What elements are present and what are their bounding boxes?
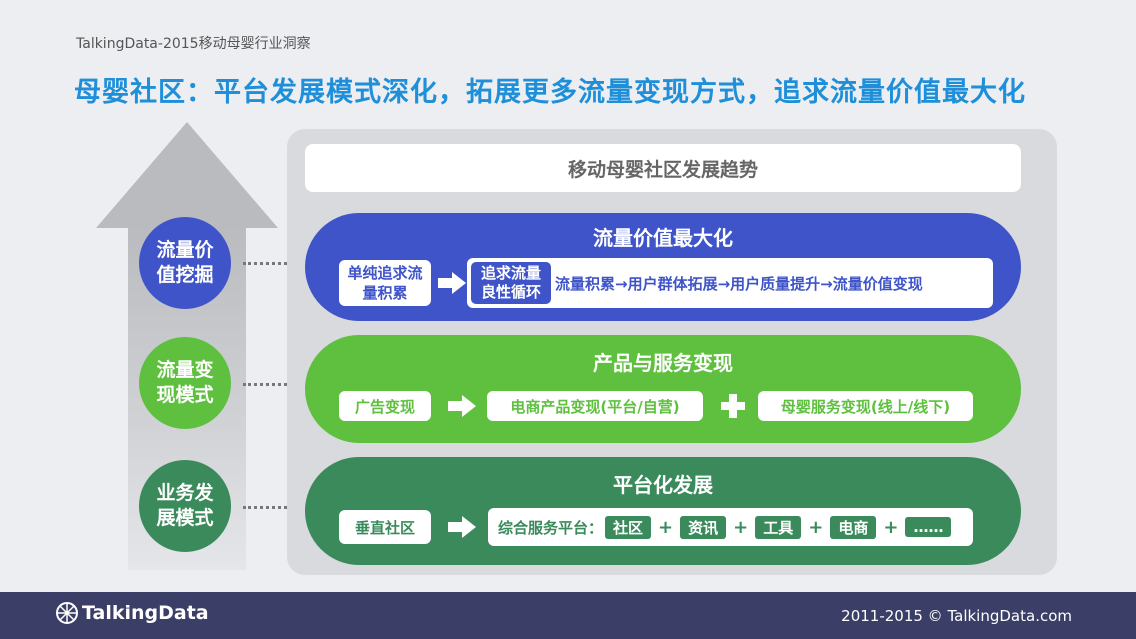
row2-service-box: 母婴服务变现(线上/线下) — [758, 391, 973, 421]
plus-icon: + — [658, 516, 674, 538]
tag-community: 社区 — [605, 515, 652, 539]
arrow-head — [96, 122, 278, 228]
connector-2 — [243, 383, 293, 386]
side-label-business-model: 业务发展模式 — [139, 460, 231, 552]
plus-icon — [721, 394, 745, 418]
row1-chain-box: 追求流量良性循环 流量积累→用户群体拓展→用户质量提升→流量价值变现 — [467, 258, 993, 308]
tag-ecommerce: 电商 — [830, 515, 877, 539]
footer-bar: TalkingData 2011-2015 © TalkingData.com — [0, 592, 1136, 639]
page-title: 母婴社区：平台发展模式深化，拓展更多流量变现方式，追求流量价值最大化 — [74, 77, 1026, 108]
row3-title: 平台化发展 — [613, 473, 713, 497]
connector-3 — [243, 506, 293, 509]
footer-copyright: 2011-2015 © TalkingData.com — [841, 607, 1072, 625]
talkingdata-logo-icon — [56, 602, 78, 624]
right-arrow-icon — [448, 516, 476, 538]
tag-tools: 工具 — [755, 515, 802, 539]
right-arrow-icon — [438, 272, 466, 294]
plus-icon: + — [808, 516, 824, 538]
right-arrow-icon — [448, 395, 476, 417]
row3-prefix: 综合服务平台： — [498, 518, 604, 537]
row1-title: 流量价值最大化 — [593, 226, 733, 250]
row-platform: 平台化发展 垂直社区 综合服务平台： 社区 + 资讯 + 工具 + 电商 + …… — [305, 457, 1021, 565]
side-label-monetization: 流量变现模式 — [139, 337, 231, 429]
row1-chain-text: 流量积累→用户群体拓展→用户质量提升→流量价值变现 — [555, 274, 923, 293]
footer-logo-text: TalkingData — [82, 602, 209, 624]
side-label-value-mining: 流量价值挖掘 — [139, 217, 231, 309]
row2-ecommerce-box: 电商产品变现(平台/自营) — [487, 391, 703, 421]
row3-vertical-box: 垂直社区 — [339, 510, 431, 544]
connector-1 — [243, 262, 293, 265]
tag-news: 资讯 — [680, 515, 727, 539]
plus-icon: + — [733, 516, 749, 538]
row2-title: 产品与服务变现 — [593, 351, 733, 375]
panel-title: 移动母婴社区发展趋势 — [305, 144, 1021, 192]
row1-tag: 追求流量良性循环 — [471, 262, 551, 304]
header-topline: TalkingData-2015移动母婴行业洞察 — [76, 36, 311, 52]
plus-icon: + — [883, 516, 899, 538]
footer-logo: TalkingData — [56, 602, 209, 624]
row-product-service: 产品与服务变现 广告变现 电商产品变现(平台/自营) 母婴服务变现(线上/线下) — [305, 335, 1021, 443]
row-value-maximization: 流量价值最大化 单纯追求流量积累 追求流量良性循环 流量积累→用户群体拓展→用户… — [305, 213, 1021, 321]
tag-more: …… — [905, 517, 952, 537]
row2-ad-box: 广告变现 — [339, 391, 431, 421]
row1-left-box: 单纯追求流量积累 — [339, 260, 431, 306]
row3-platform-box: 综合服务平台： 社区 + 资讯 + 工具 + 电商 + …… — [488, 508, 973, 546]
